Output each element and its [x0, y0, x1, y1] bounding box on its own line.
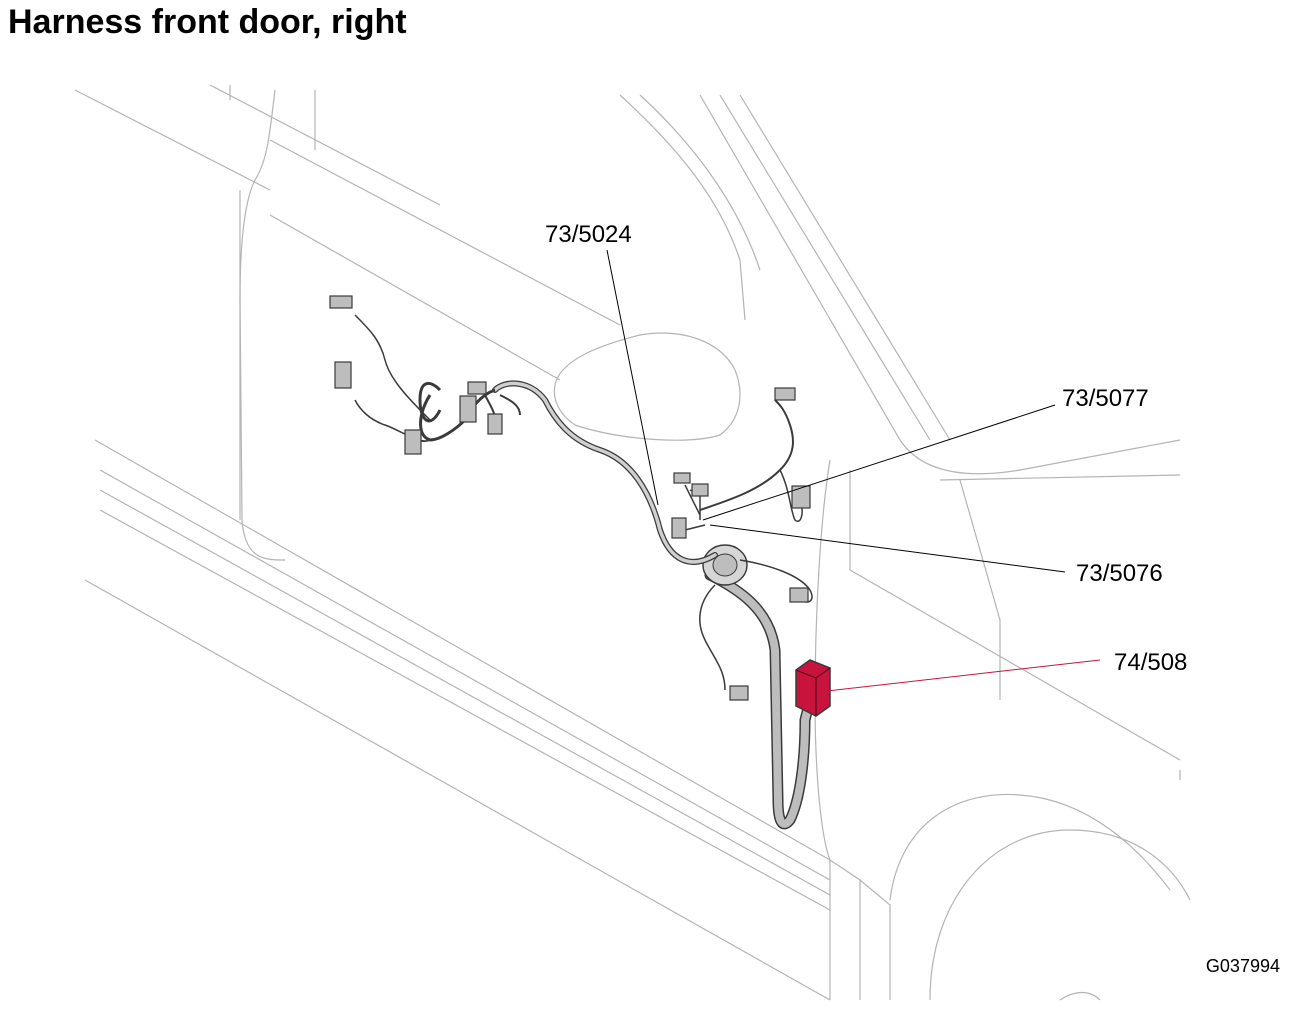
connector-icon	[467, 381, 487, 395]
connector-icon	[673, 472, 691, 484]
connector-icon	[671, 517, 687, 539]
leader-74-508	[817, 659, 1101, 693]
car-body-outline	[74, 84, 1191, 1001]
connector-icon	[459, 395, 477, 423]
connectors	[329, 295, 811, 701]
leader-lines	[606, 249, 1101, 693]
highlighted-connector-icon	[795, 659, 831, 717]
connector-icon	[334, 361, 352, 389]
callout-label: 73/5076	[1076, 560, 1163, 587]
connector-icon	[729, 685, 749, 701]
connector-icon	[404, 429, 422, 455]
page-title: Harness front door, right	[8, 3, 407, 41]
connector-icon	[487, 413, 503, 435]
callout-label: 74/508	[1114, 649, 1187, 676]
connector-icon	[691, 483, 709, 497]
connector-icon	[791, 485, 811, 509]
connector-icon	[329, 295, 353, 309]
leader-73-5076	[709, 524, 1066, 573]
callout-label: 73/5077	[1062, 385, 1149, 412]
connector-icon	[789, 587, 809, 603]
door-wiring-harness	[354, 314, 816, 830]
callout-label: 73/5024	[545, 221, 632, 248]
connector-icon	[774, 387, 796, 401]
figure-id: G037994	[1206, 956, 1280, 976]
leader-73-5024	[606, 249, 659, 506]
leader-73-5077	[702, 404, 1056, 521]
